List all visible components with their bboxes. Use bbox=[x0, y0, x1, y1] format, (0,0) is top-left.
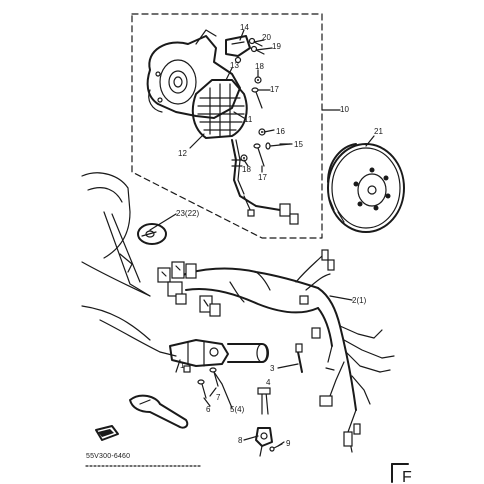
label-7: 7 bbox=[216, 393, 221, 402]
frame-outline bbox=[81, 172, 177, 357]
base-plate bbox=[146, 29, 241, 119]
label-1: 1 bbox=[180, 361, 185, 370]
leader-lines bbox=[149, 29, 375, 447]
label-18-upper: 18 bbox=[255, 62, 264, 71]
corner-letter: F bbox=[402, 469, 412, 484]
washer-18-upper bbox=[254, 76, 262, 84]
label-23: 23(22) bbox=[176, 209, 199, 218]
stator-assembly-boundary bbox=[131, 13, 323, 239]
screw-7 bbox=[209, 367, 219, 387]
label-4: 4 bbox=[266, 378, 271, 387]
screw-6 bbox=[197, 379, 207, 399]
handlebar-switch bbox=[169, 339, 229, 373]
cable-tie-3 bbox=[295, 343, 303, 373]
label-12: 12 bbox=[178, 149, 187, 158]
label-19: 19 bbox=[272, 42, 281, 51]
label-18-lower: 18 bbox=[242, 165, 251, 174]
pickup-coil bbox=[225, 35, 251, 64]
stator-coil bbox=[191, 79, 248, 139]
corner-mark: F bbox=[391, 463, 412, 484]
label-5: 5(4) bbox=[230, 405, 245, 414]
bolt-17-lower bbox=[253, 143, 265, 167]
wire-harness bbox=[179, 249, 395, 453]
label-2: 2(1) bbox=[352, 296, 367, 305]
label-14: 14 bbox=[240, 23, 249, 32]
label-8: 8 bbox=[238, 436, 243, 445]
holder-block bbox=[95, 425, 119, 441]
label-10: 10 bbox=[340, 105, 349, 114]
catalog-code: 55V300-6460 bbox=[86, 453, 130, 460]
label-20: 20 bbox=[262, 33, 271, 42]
label-9: 9 bbox=[286, 439, 291, 448]
label-16: 16 bbox=[276, 127, 285, 136]
label-11: 11 bbox=[244, 115, 253, 124]
label-3: 3 bbox=[270, 364, 275, 373]
label-17-upper: 17 bbox=[270, 85, 279, 94]
washer-18-lower bbox=[240, 154, 248, 162]
label-17-lower: 17 bbox=[258, 173, 267, 182]
label-6: 6 bbox=[206, 405, 211, 414]
label-21: 21 bbox=[374, 127, 383, 136]
clutch-lever bbox=[129, 394, 189, 429]
flywheel-rotor bbox=[327, 143, 405, 233]
label-15: 15 bbox=[294, 140, 303, 149]
stator-lead-wire bbox=[231, 139, 299, 225]
label-13: 13 bbox=[230, 61, 239, 70]
screws-19-20 bbox=[248, 37, 265, 55]
bolt-17-upper bbox=[251, 87, 263, 109]
switch-8 bbox=[255, 387, 273, 457]
harness-couplers bbox=[157, 261, 221, 317]
handlebar-grip bbox=[227, 343, 269, 363]
rubber-cap-23 bbox=[137, 223, 167, 245]
